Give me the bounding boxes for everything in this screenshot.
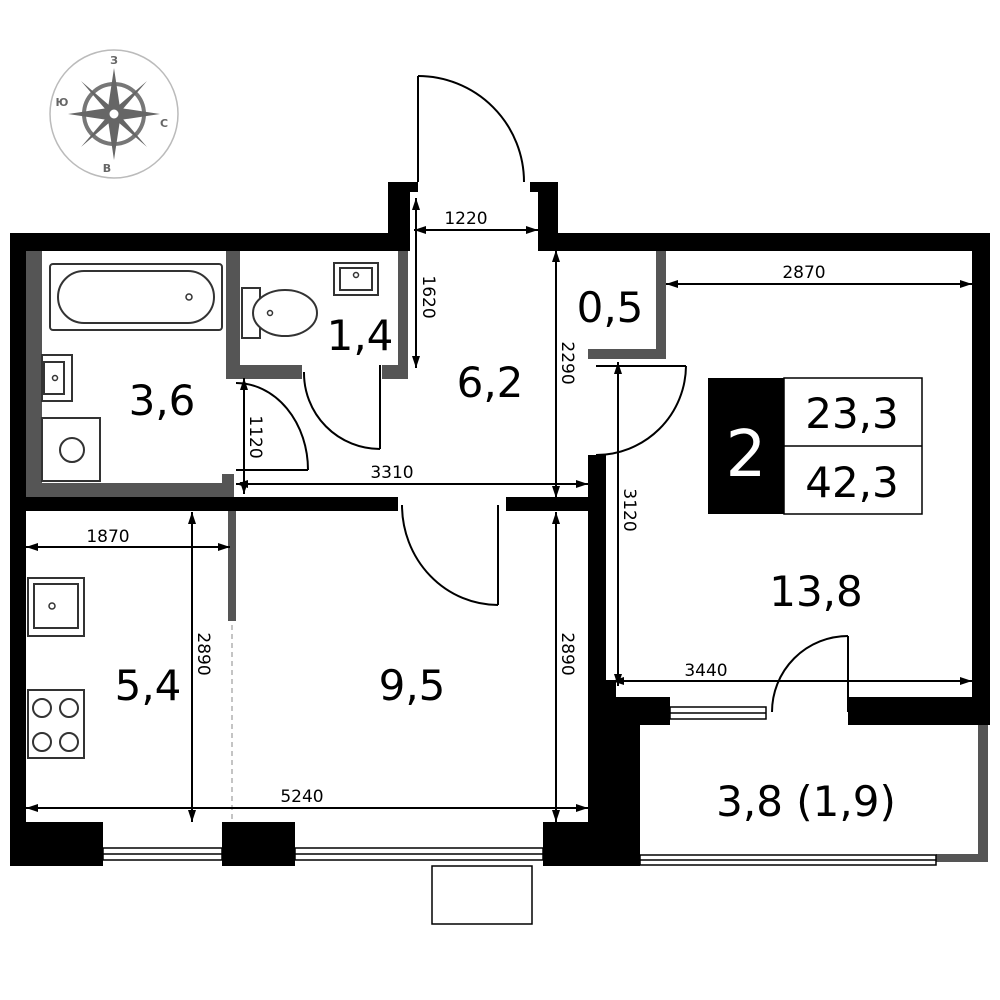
dim-kitchen-width: 1870 <box>86 527 129 547</box>
sink-icon <box>41 354 73 402</box>
room-labels: 3,6 1,4 6,2 0,5 13,8 5,4 9,5 3,8 (1,9) <box>115 283 896 826</box>
area-hall: 6,2 <box>457 358 524 407</box>
compass-rose-icon <box>68 68 160 160</box>
compass: З В Ю С <box>49 49 179 179</box>
area-balcony: 3,8 (1,9) <box>716 777 896 826</box>
compass-east-label: С <box>160 117 168 130</box>
dim-living-depth: 2890 <box>557 632 577 675</box>
area-bedroom: 13,8 <box>769 567 863 616</box>
area-living: 9,5 <box>379 661 446 710</box>
dim-corridor-width: 3310 <box>370 463 413 483</box>
bathtub-icon <box>49 263 223 331</box>
dim-entry-width: 1220 <box>444 209 487 229</box>
dim-bedroom-width-bottom: 3440 <box>684 661 727 681</box>
dim-bathroom-door: 1120 <box>245 415 265 458</box>
inner-walls <box>26 251 988 862</box>
badge-room-count: 2 <box>726 418 767 492</box>
area-kitchen: 5,4 <box>115 661 182 710</box>
area-toilet: 1,4 <box>327 311 394 360</box>
exterior-walls <box>10 182 990 866</box>
toilet-sink-icon <box>333 262 379 296</box>
badge-total-area: 42,3 <box>805 458 899 507</box>
dim-total-width: 5240 <box>280 787 323 807</box>
area-closet: 0,5 <box>577 283 644 332</box>
partitions <box>10 455 616 697</box>
compass-west-label: Ю <box>56 96 69 109</box>
compass-north-label: З <box>110 54 118 67</box>
dim-bedroom-width: 2870 <box>782 263 825 283</box>
dim-hall-height: 2290 <box>557 341 577 384</box>
fixtures <box>27 262 379 759</box>
badge-living-area: 23,3 <box>805 389 899 438</box>
windows <box>102 706 937 925</box>
toilet-icon <box>241 287 318 339</box>
badge-room-count-box <box>708 378 784 514</box>
dim-bedroom-depth: 3120 <box>619 488 639 531</box>
dimension-lines <box>26 198 972 822</box>
kitchen-sink-icon <box>27 577 85 637</box>
compass-south-label: В <box>103 162 111 175</box>
area-bathroom: 3,6 <box>129 376 196 425</box>
dimension-labels: 1220 1620 2290 2870 1120 3310 3120 1870 … <box>86 209 825 807</box>
dim-entry-depth: 1620 <box>418 275 438 318</box>
dim-kitchen-depth: 2890 <box>193 632 213 675</box>
area-badge: 2 23,3 42,3 <box>708 377 923 515</box>
bay-window <box>431 865 533 925</box>
stove-icon <box>27 689 85 759</box>
washing-machine-icon <box>41 417 101 482</box>
doors <box>235 75 849 713</box>
